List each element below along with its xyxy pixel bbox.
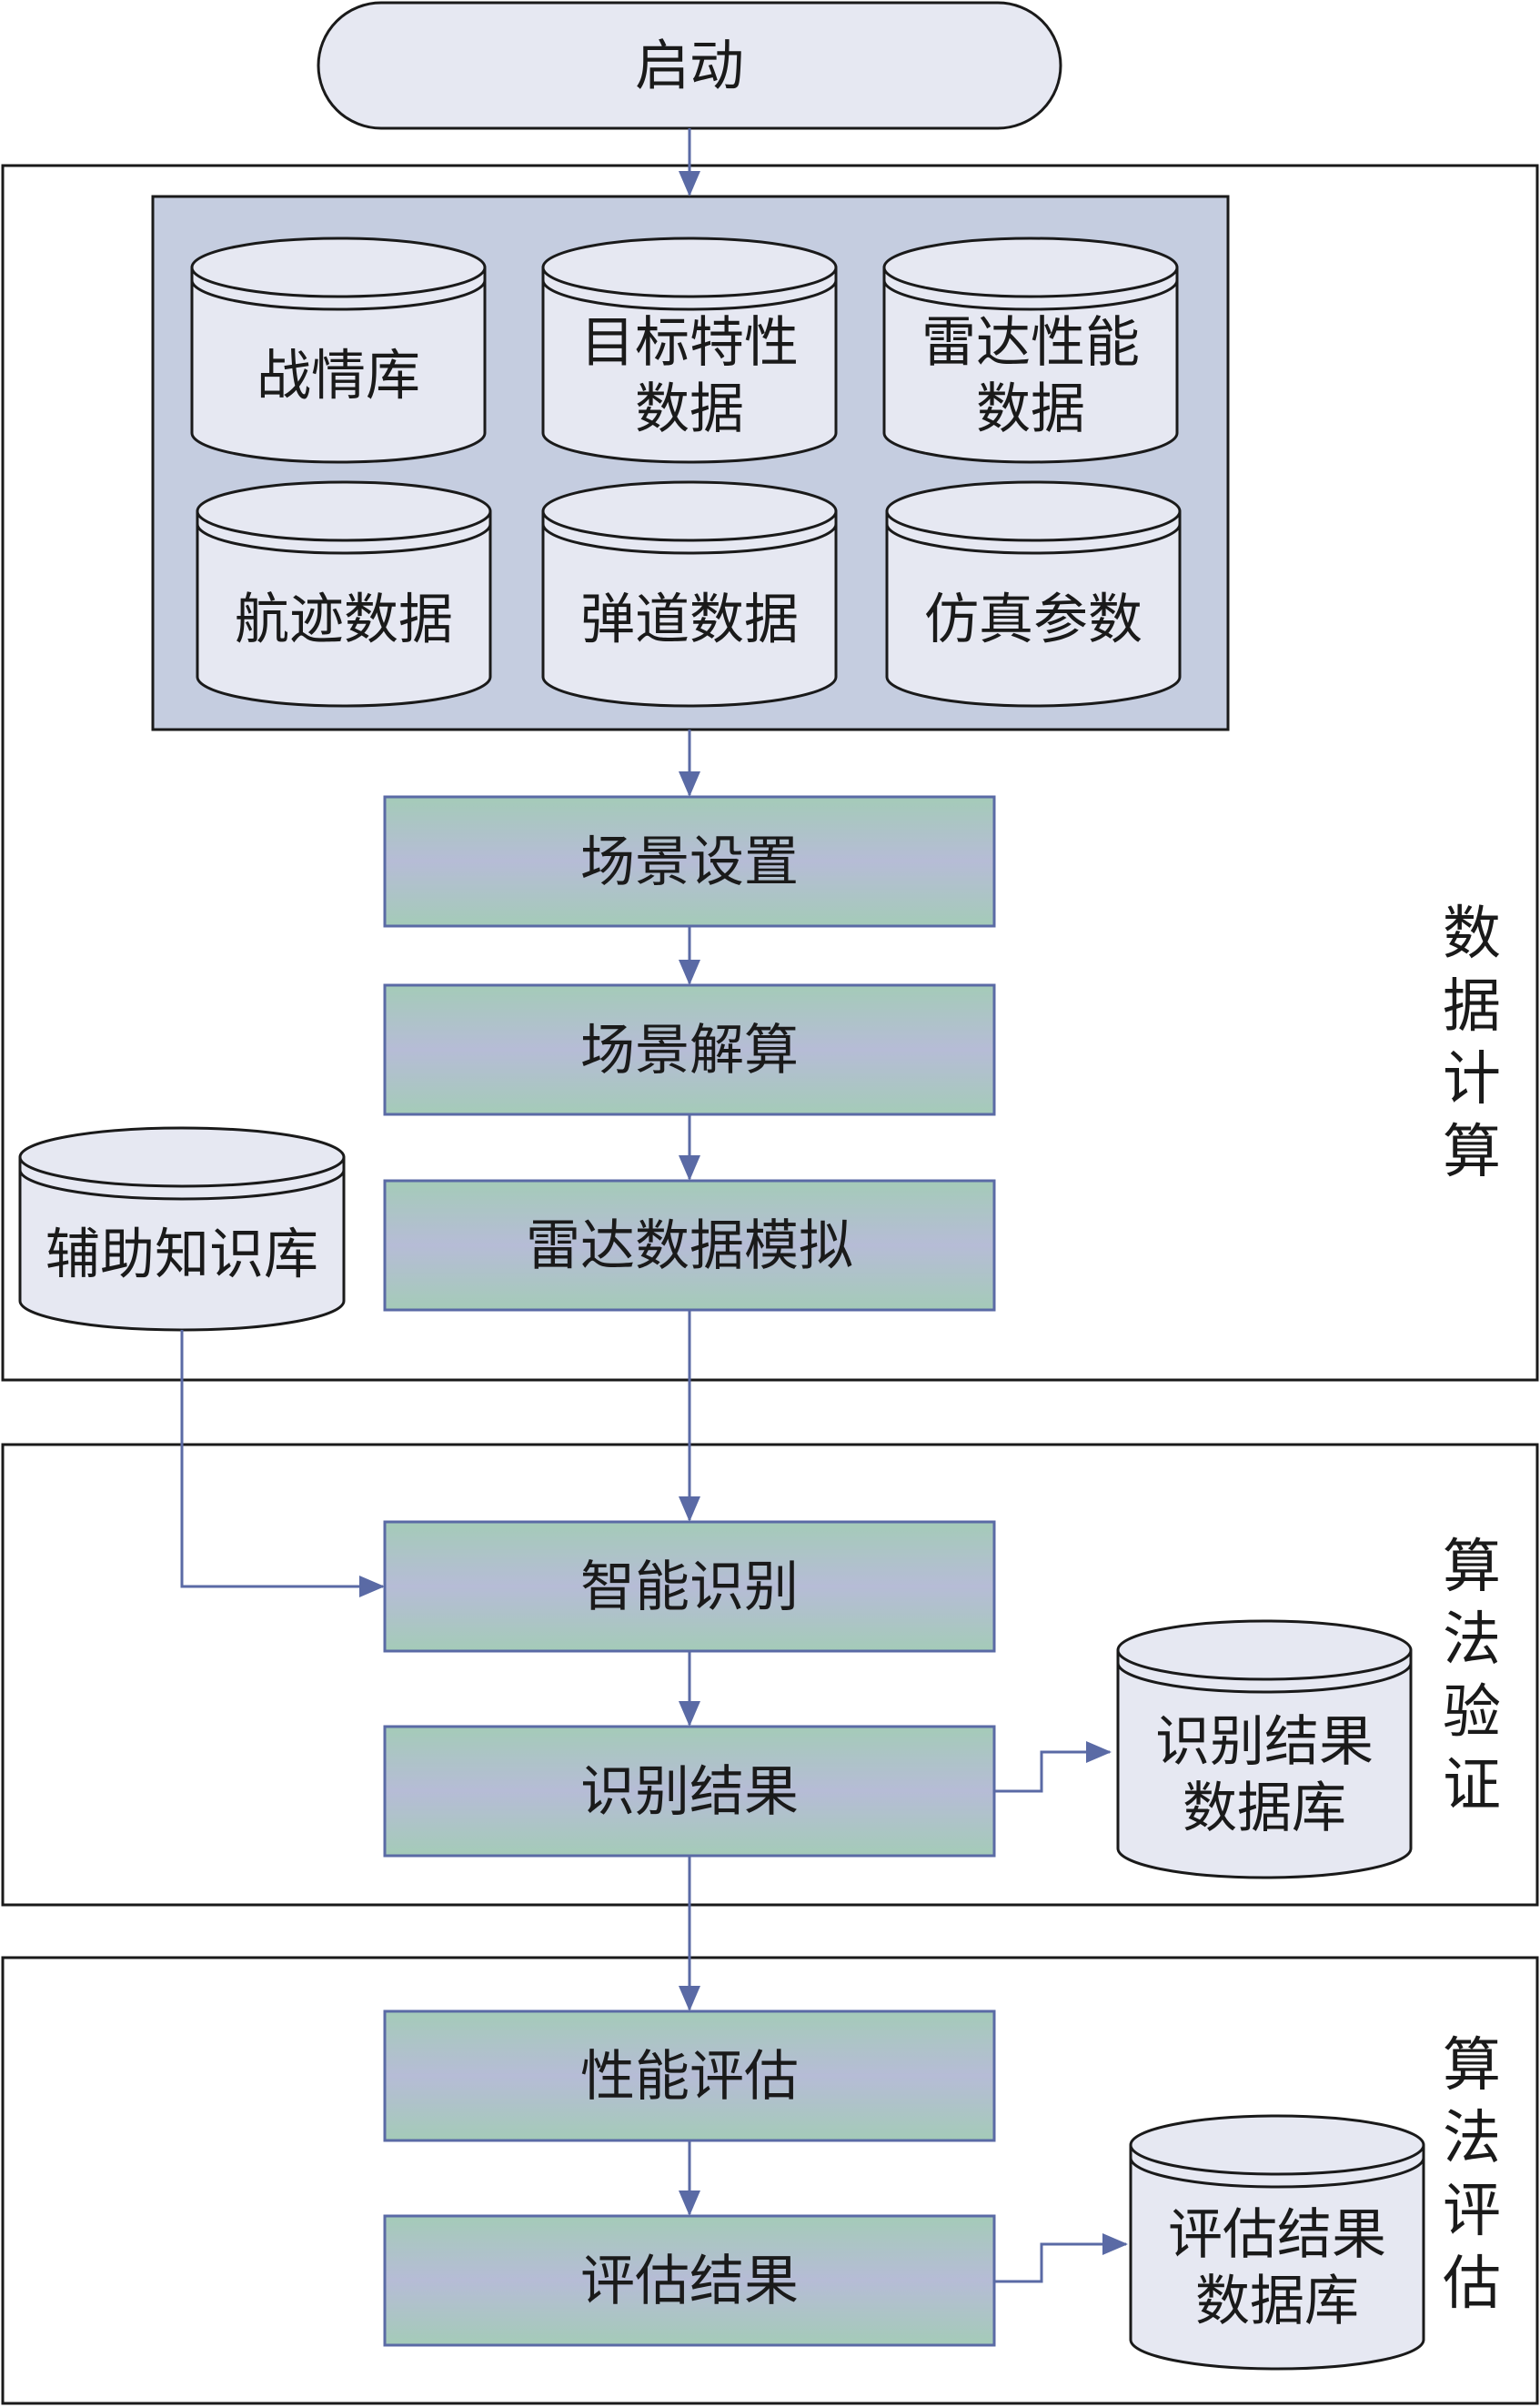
database-3-line: 雷达性能 <box>921 311 1140 375</box>
section-char: 计 <box>1443 1046 1501 1113</box>
database-6-line: 仿真参数 <box>924 589 1142 652</box>
process-smart-recognition: 智能识别 <box>383 1520 996 1653</box>
database-2-line: 数据 <box>635 378 744 441</box>
database-4-line: 航迹数据 <box>235 589 453 652</box>
database-5: 弹道数据 <box>541 480 838 708</box>
database-6: 仿真参数 <box>885 480 1182 708</box>
database-1-line: 战情库 <box>257 345 420 408</box>
database-2-line: 目标特性 <box>580 311 799 375</box>
database-eval-results-line: 数据库 <box>1195 2270 1359 2333</box>
section-char: 评 <box>1443 2178 1501 2245</box>
database-recognition-results-line: 识别结果 <box>1155 1710 1374 1774</box>
section-char: 法 <box>1443 1606 1501 1674</box>
process-scene-setup: 场景设置 <box>383 795 996 928</box>
section-char: 算 <box>1443 1119 1501 1186</box>
database-4: 航迹数据 <box>196 480 492 708</box>
section-char: 据 <box>1443 973 1501 1041</box>
process-performance-eval: 性能评估 <box>383 2009 996 2142</box>
process-radar-sim: 雷达数据模拟 <box>383 1179 996 1312</box>
recognition-result-label: 识别结果 <box>580 1760 799 1824</box>
database-aux-knowledge-line: 辅助知识库 <box>45 1224 318 1287</box>
section-char: 估 <box>1443 2251 1501 2318</box>
performance-eval-label: 性能评估 <box>580 2045 799 2109</box>
section-frame-data-compute <box>1 164 1539 1382</box>
section-frame-algo-verify <box>1 1443 1539 1907</box>
connectors <box>180 128 1128 2283</box>
database-1: 战情库 <box>190 237 487 464</box>
arrow-result-to-db <box>994 1741 1112 1793</box>
section-frame-algo-eval <box>1 1956 1539 2405</box>
scene-solve-label: 场景解算 <box>580 1019 799 1083</box>
database-eval-results-line: 评估结果 <box>1168 2203 1386 2267</box>
database-aux-knowledge: 辅助知识库 <box>18 1126 346 1332</box>
start-label: 启动 <box>635 35 744 98</box>
section-char: 算 <box>1443 2032 1501 2100</box>
section-char: 法 <box>1443 2105 1501 2172</box>
scene-setup-label: 场景设置 <box>580 831 799 894</box>
section-char: 算 <box>1443 1534 1501 1601</box>
smart-recognition-label: 智能识别 <box>580 1556 799 1619</box>
section-char: 证 <box>1443 1752 1501 1819</box>
database-grid: 战情库目标特性数据雷达性能数据航迹数据弹道数据仿真参数 <box>190 237 1182 708</box>
process-recognition-result: 识别结果 <box>383 1725 996 1858</box>
database-5-line: 弹道数据 <box>580 589 799 652</box>
section-char: 验 <box>1443 1679 1501 1747</box>
eval-result-label: 评估结果 <box>580 2250 799 2313</box>
radar-sim-label: 雷达数据模拟 <box>526 1214 853 1278</box>
start-node: 启动 <box>317 1 1062 130</box>
database-3-line: 数据 <box>976 378 1085 441</box>
arrow-aux-to-recognition <box>180 1330 385 1597</box>
process-eval-result: 评估结果 <box>383 2214 996 2347</box>
process-scene-solve: 场景解算 <box>383 983 996 1116</box>
database-recognition-results-line: 数据库 <box>1183 1777 1346 1840</box>
section-char: 数 <box>1443 901 1501 968</box>
arrow-evalresult-to-db <box>994 2233 1128 2283</box>
